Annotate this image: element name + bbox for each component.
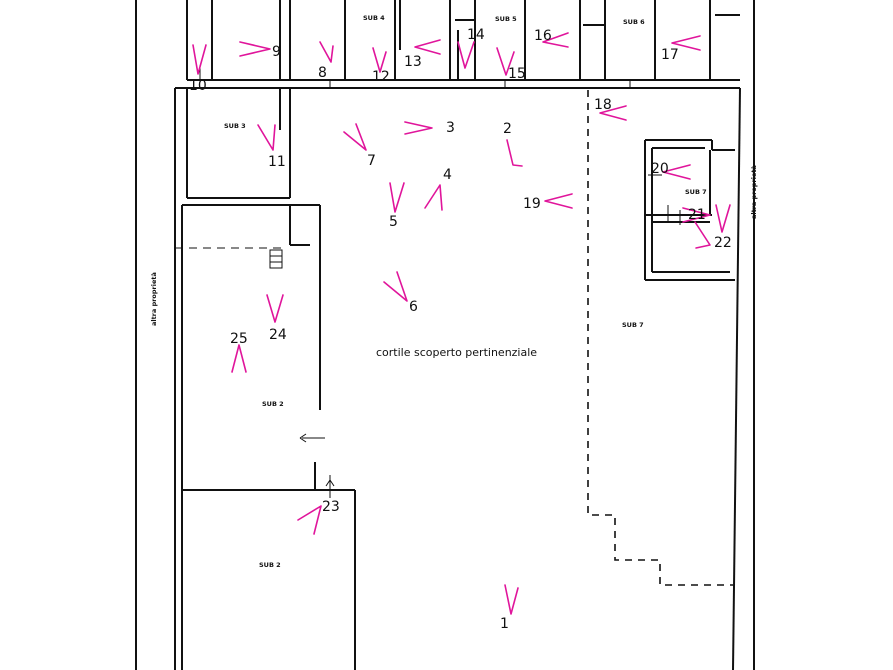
room-sub2-lower [181, 475, 356, 670]
passage-markers [199, 65, 681, 487]
unit-label-sub5: SUB 5 [495, 15, 517, 23]
viewpoint-label-1: 1 [500, 616, 509, 632]
sub7-dashed-boundary [587, 90, 733, 586]
viewpoint-labels: 1 2 3 4 5 6 7 8 9 10 11 12 13 14 15 16 1… [189, 27, 732, 632]
viewpoint-label-8: 8 [318, 65, 327, 81]
viewpoint-cone-10 [192, 44, 207, 75]
viewpoint-cone-9 [239, 41, 271, 57]
room-sub2-upper [175, 204, 355, 491]
viewpoint-label-2: 2 [503, 121, 512, 137]
viewpoint-label-9: 9 [272, 44, 281, 60]
viewpoint-label-18: 18 [594, 97, 612, 113]
viewpoint-cone-13 [414, 39, 441, 55]
unit-labels: SUB 4 SUB 5 SUB 6 SUB 3 SUB 7 SUB 7 SUB … [224, 14, 707, 569]
property-boundary [135, 0, 755, 670]
viewpoint-label-23: 23 [322, 499, 340, 515]
viewpoint-cone-24 [266, 294, 284, 323]
viewpoint-cone-17 [671, 35, 701, 51]
viewpoint-label-16: 16 [534, 28, 552, 44]
courtyard-label: cortile scoperto pertinenziale [376, 346, 537, 359]
viewpoint-cone-5 [389, 182, 405, 213]
viewpoint-label-22: 22 [714, 235, 732, 251]
viewpoint-cone-19 [544, 193, 573, 209]
viewpoint-label-12: 12 [372, 69, 390, 85]
viewpoint-label-6: 6 [409, 299, 418, 315]
viewpoint-cone-15 [496, 47, 515, 76]
unit-label-sub7-block: SUB 7 [685, 188, 707, 196]
viewpoint-cone-21 [682, 207, 711, 223]
unit-label-sub3: SUB 3 [224, 122, 246, 130]
room-sub7-block [644, 139, 735, 281]
viewpoint-cone-23 [297, 505, 322, 535]
unit-label-sub2-upper: SUB 2 [262, 400, 284, 408]
viewpoint-label-11: 11 [268, 154, 286, 170]
viewpoint-label-25: 25 [230, 331, 248, 347]
viewpoint-label-19: 19 [523, 196, 541, 212]
viewpoint-cone-25 [231, 344, 247, 373]
room-sub3 [186, 88, 291, 199]
viewpoint-label-3: 3 [446, 120, 455, 136]
viewpoint-label-14: 14 [467, 27, 485, 43]
top-rooms [186, 0, 740, 88]
viewpoint-label-20: 20 [651, 161, 669, 177]
viewpoint-cone-14 [457, 41, 475, 69]
viewpoint-cone-12 [372, 47, 387, 73]
viewpoint-cone-2 [506, 139, 523, 167]
viewpoint-label-4: 4 [443, 167, 452, 183]
viewpoint-cone-16 [542, 32, 569, 48]
viewpoint-cone-3 [404, 121, 433, 135]
viewpoint-label-5: 5 [389, 214, 398, 230]
viewpoint-cones [192, 32, 731, 615]
unit-label-sub6: SUB 6 [623, 18, 645, 26]
viewpoint-cone-6 [383, 271, 408, 302]
viewpoint-cone-18 [599, 105, 627, 121]
viewpoint-cone-4 [424, 184, 443, 211]
viewpoint-cone-22b [694, 221, 711, 249]
viewpoint-label-21: 21 [688, 207, 706, 223]
viewpoint-cone-20 [662, 164, 691, 180]
viewpoint-label-7: 7 [367, 153, 376, 169]
viewpoint-label-24: 24 [269, 327, 287, 343]
viewpoint-label-17: 17 [661, 47, 679, 63]
boundary-label-right: altra proprietà [750, 165, 758, 219]
viewpoint-cone-22 [715, 204, 731, 233]
unit-label-sub2-lower: SUB 2 [259, 561, 281, 569]
boundary-label-left: altra proprietà [150, 272, 158, 326]
viewpoint-cone-11 [257, 124, 276, 151]
viewpoint-cone-7 [343, 123, 367, 151]
viewpoint-cone-8 [319, 41, 334, 63]
unit-label-sub7-yard: SUB 7 [622, 321, 644, 329]
viewpoint-cone-1 [504, 584, 519, 615]
viewpoint-label-13: 13 [404, 54, 422, 70]
viewpoint-label-15: 15 [508, 66, 526, 82]
viewpoint-label-10: 10 [189, 78, 207, 94]
unit-label-sub4: SUB 4 [363, 14, 385, 22]
